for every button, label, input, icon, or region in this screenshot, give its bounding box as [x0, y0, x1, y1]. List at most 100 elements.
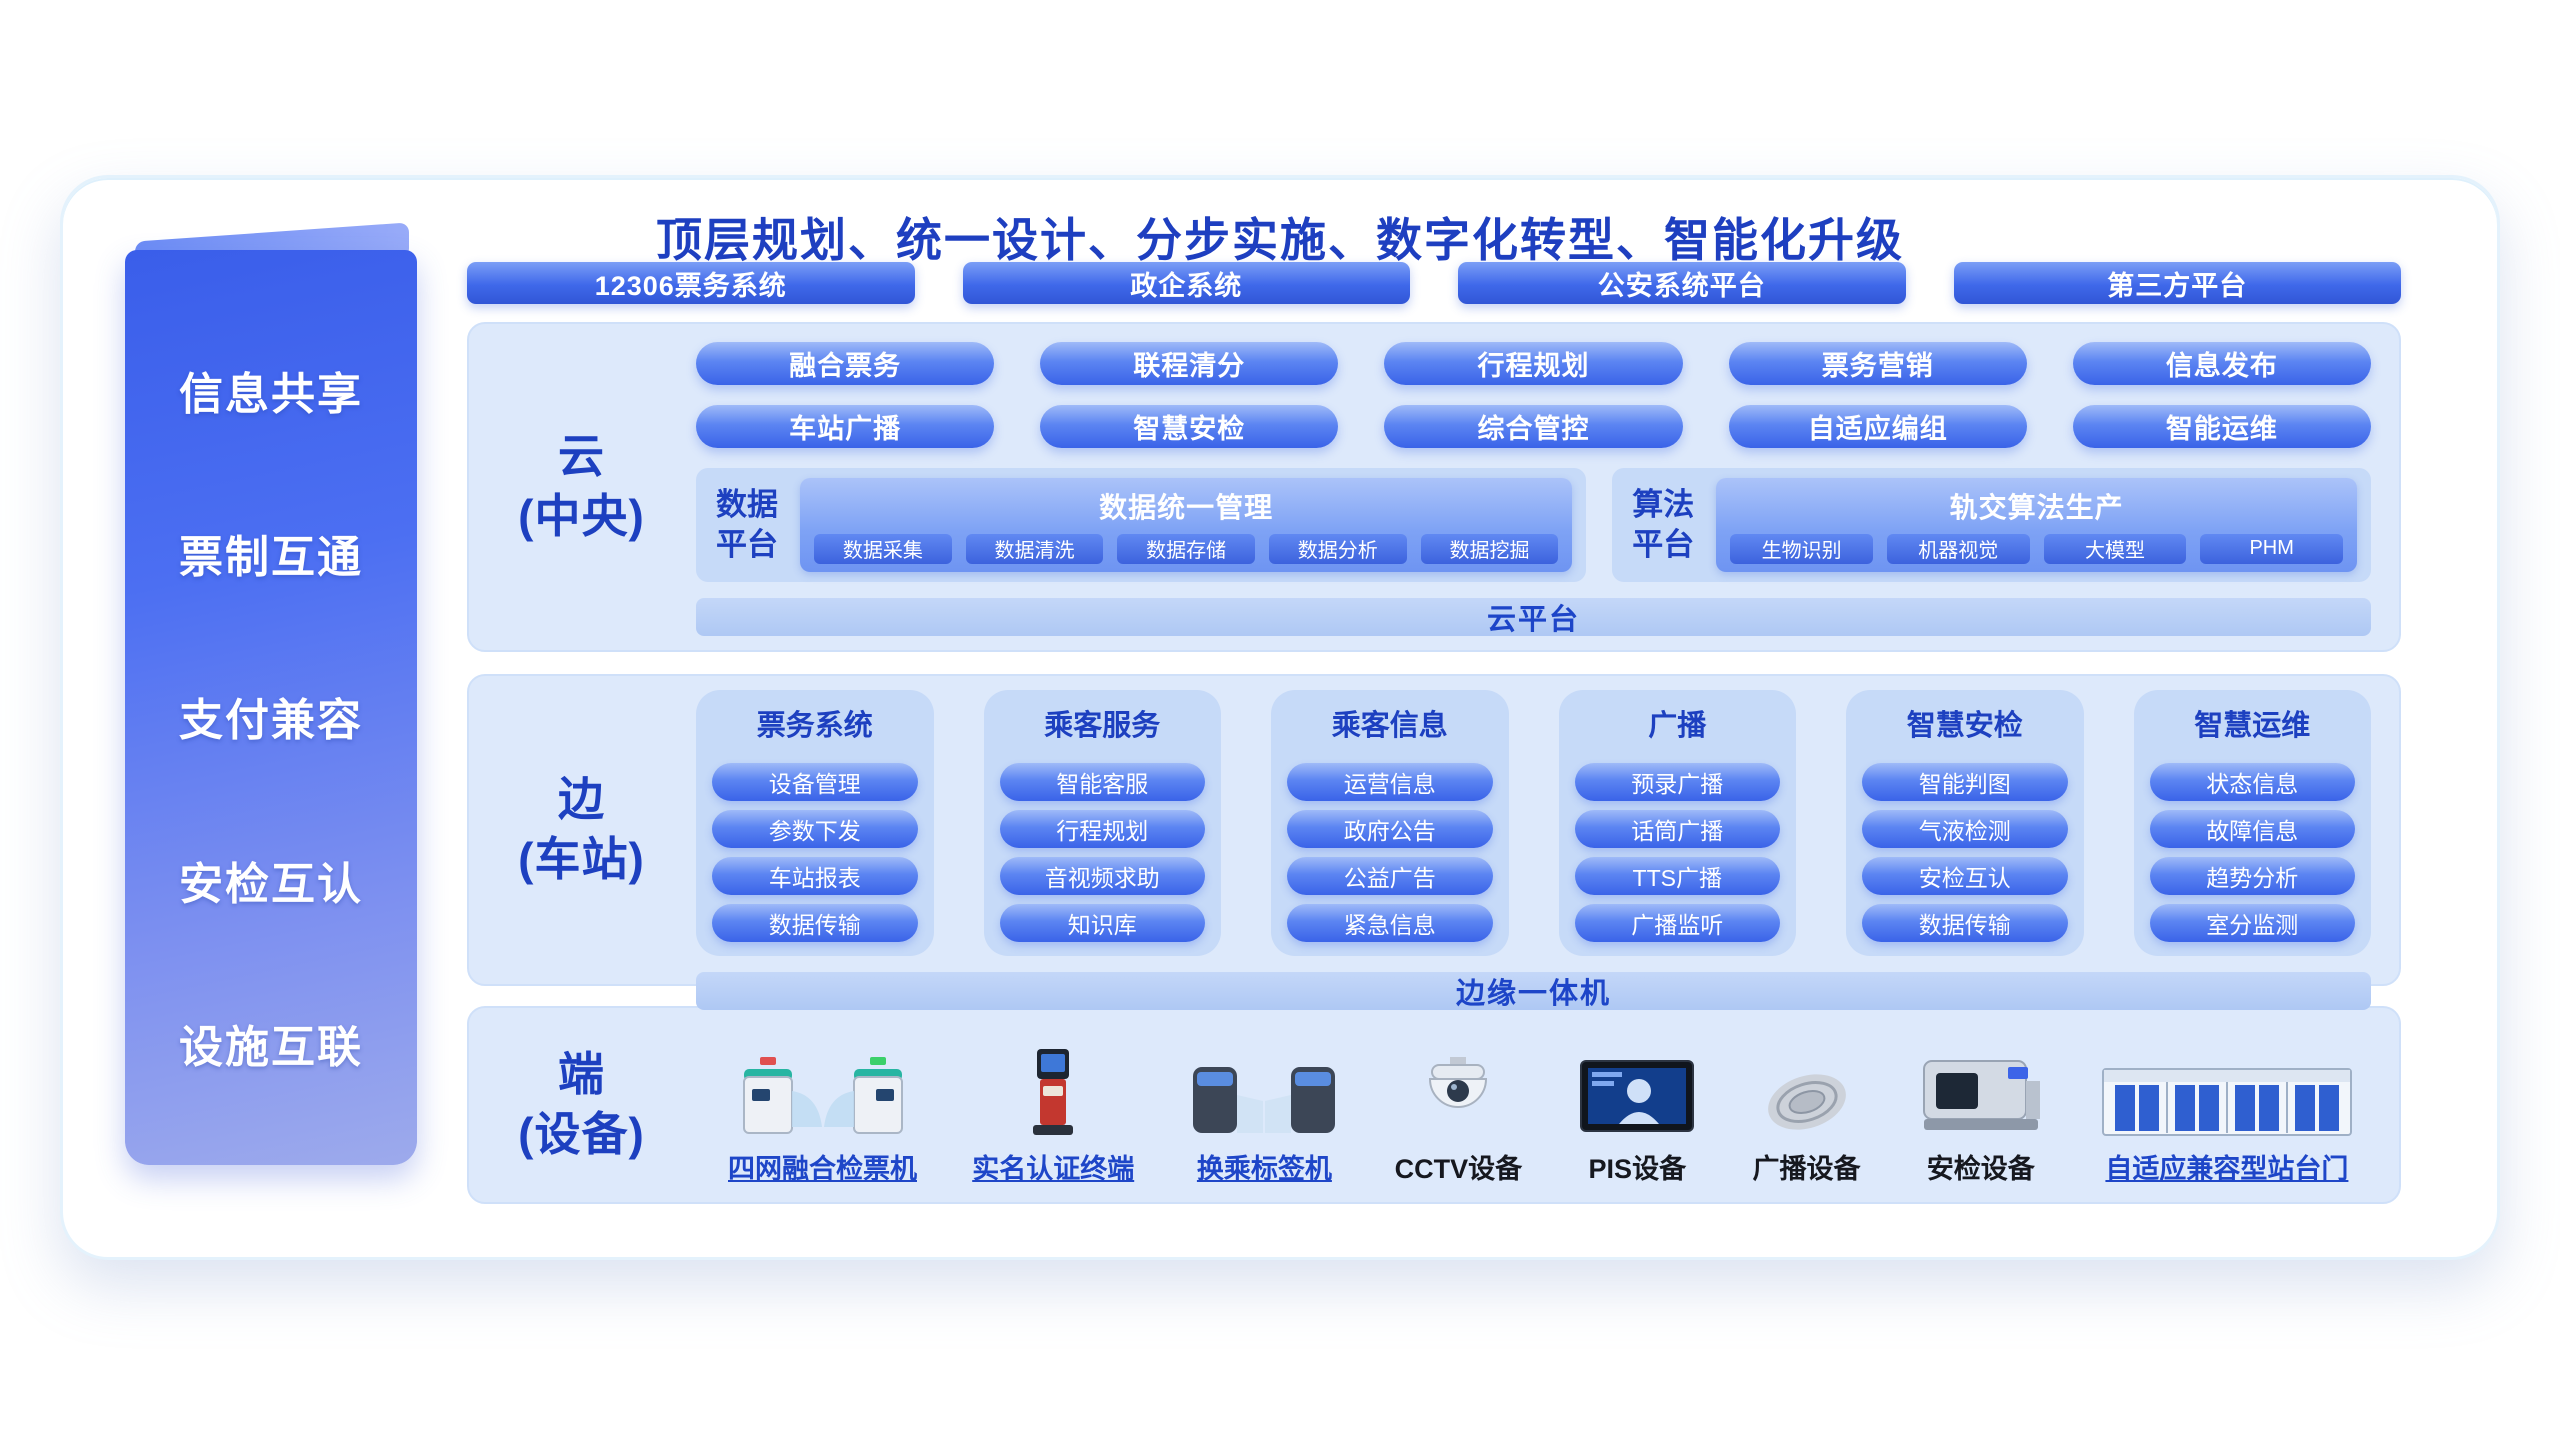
sidebar-item-payment-compat: 支付兼容: [179, 696, 363, 746]
principles-sidebar: 信息共享 票制互通 支付兼容 安检互认 设施互联: [125, 250, 417, 1165]
edge-pill: 智能判图: [1862, 763, 2068, 801]
edge-pill: 运营信息: [1287, 763, 1493, 801]
algorithm-platform-label: 算法 平台: [1632, 486, 1695, 562]
cloud-layer-body: 融合票务 联程清分 行程规划 票务营销 信息发布 车站广播 智慧安检 综合管控 …: [694, 324, 2399, 650]
edge-all-in-one-bar: 边缘一体机: [696, 972, 2371, 1010]
device-identity-kiosk: 实名认证终端: [972, 1037, 1134, 1186]
edge-pill: 广播监听: [1574, 904, 1780, 942]
edge-pill: 公益广告: [1287, 857, 1493, 895]
cloud-services-row-1: 融合票务 联程清分 行程规划 票务营销 信息发布: [696, 342, 2372, 385]
identity-kiosk-icon: [1022, 1037, 1084, 1141]
device-layer-section: 端 (设备): [467, 1006, 2401, 1204]
device-layer-label-sub: (设备): [518, 1108, 645, 1160]
edge-pill: 趋势分析: [2149, 857, 2355, 895]
edge-group-smart-security: 智慧安检 智能判图 气液检测 安检互认 数据传输: [1846, 690, 2084, 956]
transfer-gate-icon: [1189, 1037, 1339, 1141]
cloud-platforms-row: 数据 平台 数据统一管理 数据采集 数据清洗 数据存储 数据分析: [696, 467, 2371, 582]
speaker-icon: [1759, 1037, 1855, 1141]
edge-layer-label-sub: (车站): [518, 833, 645, 885]
algorithm-platform-panel: 轨交算法生产 生物识别 机器视觉 大模型 PHM: [1716, 477, 2357, 572]
sidebar-item-info-sharing: 信息共享: [179, 369, 363, 419]
edge-group-passenger-info: 乘客信息 运营信息 政府公告 公益广告 紧急信息: [1271, 690, 1509, 956]
edge-layer-label: 边 (车站): [469, 676, 694, 984]
cloud-service-pill: 自适应编组: [1728, 404, 2027, 448]
data-chip: 数据清洗: [965, 533, 1104, 564]
data-platform-label: 数据 平台: [716, 486, 778, 562]
external-system-gov-enterprise: 政企系统: [962, 262, 1410, 304]
sidebar-item-security-mutual: 安检互认: [179, 859, 363, 909]
cloud-platform-bar: 云平台: [696, 597, 2371, 636]
data-platform-panel: 数据统一管理 数据采集 数据清洗 数据存储 数据分析 数据挖掘: [800, 477, 1573, 572]
algo-chip: 机器视觉: [1886, 533, 2030, 564]
cloud-service-pill: 票务营销: [1728, 342, 2027, 385]
algo-chip: 大模型: [2043, 533, 2187, 564]
cloud-service-pill: 综合管控: [1384, 404, 1683, 448]
edge-pill: 状态信息: [2149, 763, 2355, 801]
edge-pill: 车站报表: [712, 857, 918, 895]
cloud-layer-label-sub: (中央): [518, 490, 645, 542]
sidebar-item-ticket-interop: 票制互通: [179, 533, 363, 583]
main-card: 顶层规划、统一设计、分步实施、数字化转型、智能化升级 信息共享 票制互通 支付兼…: [60, 175, 2500, 1260]
cloud-services-row-2: 车站广播 智慧安检 综合管控 自适应编组 智能运维: [696, 404, 2372, 448]
edge-pill: 数据传输: [1862, 904, 2068, 942]
cloud-service-pill: 行程规划: [1384, 342, 1683, 385]
edge-layer-section: 边 (车站) 票务系统 设备管理 参数下发 车站报表 数据传输 乘客服务: [467, 674, 2401, 1010]
edge-pill: 政府公告: [1287, 810, 1493, 848]
page-title: 顶层规划、统一设计、分步实施、数字化转型、智能化升级: [656, 214, 1904, 266]
edge-layer-body: 票务系统 设备管理 参数下发 车站报表 数据传输 乘客服务 智能客服 行程规划 …: [694, 676, 2399, 1010]
device-broadcast: 广播设备: [1753, 1037, 1861, 1186]
algorithm-platform-chips: 生物识别 机器视觉 大模型 PHM: [1730, 533, 2344, 564]
cloud-service-pill: 联程清分: [1040, 342, 1339, 385]
data-chip: 数据分析: [1268, 533, 1407, 564]
algorithm-platform-header: 轨交算法生产: [1949, 491, 2124, 523]
edge-pill: TTS广播: [1574, 857, 1780, 895]
device-row: 四网融合检票机 实名认证终端: [694, 1008, 2399, 1202]
algo-chip: PHM: [2200, 533, 2344, 564]
edge-pill: 智能客服: [999, 763, 1205, 801]
data-chip: 数据存储: [1117, 533, 1255, 564]
cloud-service-pill: 融合票务: [696, 342, 995, 385]
sidebar-item-facility-link: 设施互联: [179, 1023, 363, 1073]
data-platform-chips: 数据采集 数据清洗 数据存储 数据分析 数据挖掘: [814, 533, 1559, 564]
edge-pill: 气液检测: [1862, 810, 2068, 848]
cloud-layer-label-main: 云: [558, 430, 605, 483]
algorithm-platform-box: 算法 平台 轨交算法生产 生物识别 机器视觉 大模型 PHM: [1612, 467, 2371, 582]
cloud-service-pill: 信息发布: [2072, 342, 2372, 385]
device-transfer-gate: 换乘标签机: [1189, 1037, 1339, 1186]
device-fare-gate: 四网融合检票机: [728, 1037, 917, 1186]
edge-pill: 行程规划: [999, 810, 1205, 848]
edge-pill: 室分监测: [2149, 904, 2355, 942]
cloud-service-pill: 智能运维: [2072, 404, 2372, 448]
cctv-camera-icon: [1412, 1037, 1504, 1141]
edge-group-smart-ops: 智慧运维 状态信息 故障信息 趋势分析 室分监测: [2133, 690, 2371, 956]
device-cctv: CCTV设备: [1395, 1037, 1522, 1186]
device-layer-label: 端 (设备): [469, 1008, 694, 1202]
edge-group-passenger-service: 乘客服务 智能客服 行程规划 音视频求助 知识库: [983, 690, 1221, 956]
platform-screen-door-icon: [2101, 1037, 2353, 1141]
cloud-layer-label: 云 (中央): [469, 324, 694, 650]
data-platform-box: 数据 平台 数据统一管理 数据采集 数据清洗 数据存储 数据分析: [696, 467, 1587, 582]
edge-pill: 设备管理: [712, 763, 918, 801]
device-pis: PIS设备: [1577, 1037, 1697, 1186]
data-platform-header: 数据统一管理: [1099, 491, 1274, 523]
edge-group-ticketing: 票务系统 设备管理 参数下发 车站报表 数据传输: [696, 690, 934, 956]
cloud-layer-section: 云 (中央) 融合票务 联程清分 行程规划 票务营销 信息发布 车站广播 智慧安…: [467, 322, 2401, 652]
edge-group-broadcast: 广播 预录广播 话筒广播 TTS广播 广播监听: [1558, 690, 1796, 956]
edge-pill: 话筒广播: [1574, 810, 1780, 848]
xray-scanner-icon: [1916, 1037, 2046, 1141]
algo-chip: 生物识别: [1730, 533, 1873, 564]
edge-pill: 音视频求助: [999, 857, 1205, 895]
external-system-third-party: 第三方平台: [1953, 262, 2401, 304]
device-platform-door: 自适应兼容型站台门: [2101, 1037, 2353, 1186]
cloud-service-pill: 智慧安检: [1040, 404, 1339, 448]
cloud-service-pill: 车站广播: [696, 404, 995, 448]
edge-pill: 参数下发: [712, 810, 918, 848]
external-systems-row: 12306票务系统 政企系统 公安系统平台 第三方平台: [467, 262, 2401, 304]
edge-pill: 数据传输: [712, 904, 918, 942]
edge-pill: 紧急信息: [1287, 904, 1493, 942]
edge-layer-label-main: 边: [558, 773, 605, 826]
edge-groups-row: 票务系统 设备管理 参数下发 车站报表 数据传输 乘客服务 智能客服 行程规划 …: [696, 690, 2371, 956]
device-layer-label-main: 端: [558, 1048, 605, 1101]
external-system-public-security: 公安系统平台: [1458, 262, 1906, 304]
